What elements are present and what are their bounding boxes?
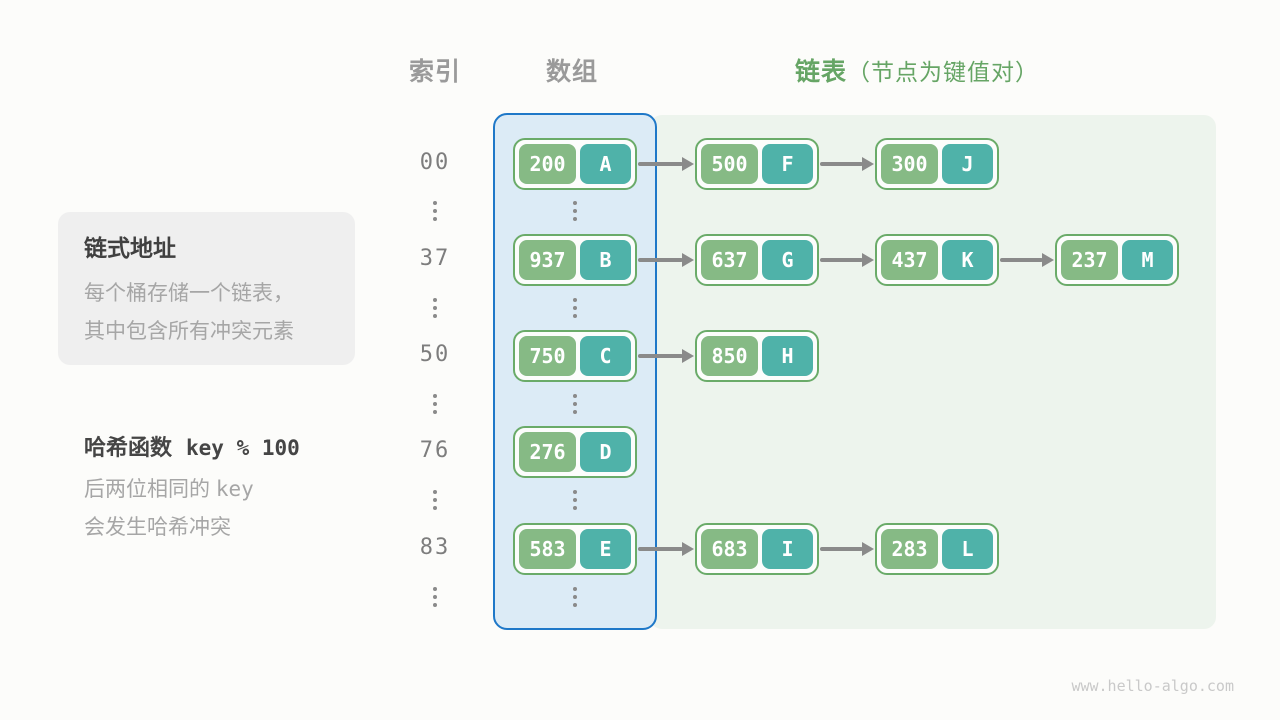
node-key: 583 xyxy=(519,529,577,569)
hash-note-line-3: 会发生哈希冲突 xyxy=(84,516,231,539)
array-ellipsis xyxy=(572,393,578,415)
node-key: 283 xyxy=(881,529,939,569)
node-value: J xyxy=(942,144,993,184)
list-header-label: 链表 xyxy=(795,58,848,86)
node-value: A xyxy=(580,144,631,184)
node-key: 850 xyxy=(701,336,759,376)
next-pointer-arrow xyxy=(638,157,694,170)
node-key: 437 xyxy=(881,240,939,280)
next-pointer-arrow xyxy=(638,253,694,266)
chaining-title: 链式地址 xyxy=(84,235,176,261)
node-value: F xyxy=(762,144,813,184)
hash-line2-code: key xyxy=(215,477,254,501)
next-pointer-arrow xyxy=(1000,253,1054,266)
node-key: 637 xyxy=(701,240,759,280)
bucket-index-label: 76 xyxy=(419,438,451,463)
next-pointer-arrow xyxy=(820,157,874,170)
index-ellipsis xyxy=(432,586,438,608)
index-column-header: 索引 xyxy=(408,58,461,86)
node-key: 683 xyxy=(701,529,759,569)
hash-function-title: 哈希函数 key % 100 xyxy=(84,430,300,462)
hash-note-line-2: 后两位相同的 key xyxy=(84,470,300,509)
node-key: 300 xyxy=(881,144,939,184)
array-ellipsis xyxy=(572,297,578,319)
next-pointer-arrow xyxy=(820,542,874,555)
node-key: 237 xyxy=(1061,240,1119,280)
array-column-header: 数组 xyxy=(545,58,598,86)
bucket-index-label: 83 xyxy=(419,535,451,560)
node-key: 937 xyxy=(519,240,577,280)
node-key: 500 xyxy=(701,144,759,184)
hash-line2-prefix: 后两位相同的 xyxy=(84,478,216,501)
node-value: E xyxy=(580,529,631,569)
node-value: B xyxy=(580,240,631,280)
node-value: L xyxy=(942,529,993,569)
bucket-index-label: 00 xyxy=(419,150,451,175)
chaining-info-box: 链式地址 每个桶存储一个链表， 其中包含所有冲突元素 xyxy=(58,212,355,365)
next-pointer-arrow xyxy=(820,253,874,266)
index-ellipsis xyxy=(432,297,438,319)
node-value: M xyxy=(1122,240,1173,280)
array-ellipsis xyxy=(572,489,578,511)
node-key: 750 xyxy=(519,336,577,376)
node-value: H xyxy=(762,336,813,376)
next-pointer-arrow xyxy=(638,349,694,362)
chaining-line-2: 其中包含所有冲突元素 xyxy=(84,320,294,343)
bucket-index-label: 37 xyxy=(419,246,451,271)
hash-title-text: 哈希函数 xyxy=(84,435,173,460)
node-key: 276 xyxy=(519,432,577,472)
array-ellipsis xyxy=(572,200,578,222)
node-value: I xyxy=(762,529,813,569)
node-value: D xyxy=(580,432,631,472)
node-value: G xyxy=(762,240,813,280)
hash-expression: key % 100 xyxy=(186,436,300,460)
array-ellipsis xyxy=(572,586,578,608)
index-ellipsis xyxy=(432,489,438,511)
watermark: www.hello-algo.com xyxy=(1071,677,1234,695)
node-value: K xyxy=(942,240,993,280)
index-ellipsis xyxy=(432,393,438,415)
bucket-index-label: 50 xyxy=(419,342,451,367)
node-value: C xyxy=(580,336,631,376)
list-header-note: （节点为键值对） xyxy=(847,59,1040,85)
hash-function-note: 哈希函数 key % 100 后两位相同的 key 会发生哈希冲突 xyxy=(84,430,300,547)
next-pointer-arrow xyxy=(638,542,694,555)
node-key: 200 xyxy=(519,144,577,184)
index-ellipsis xyxy=(432,200,438,222)
list-column-header: 链表（节点为键值对） xyxy=(795,52,1039,88)
chaining-line-1: 每个桶存储一个链表， xyxy=(84,282,294,305)
